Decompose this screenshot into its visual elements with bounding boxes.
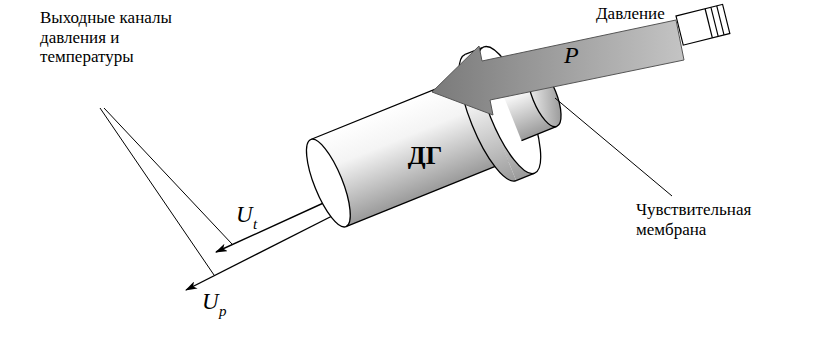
pressure-symbol: P (564, 42, 579, 69)
pressure-output-arrow (186, 214, 336, 290)
leader-line (100, 108, 214, 275)
membrane-caption: Чувствительная мембрана (636, 200, 766, 239)
leader-line (104, 108, 232, 244)
signal-name: U (236, 202, 253, 228)
output-channels-caption: Выходные каналы давления и температуры (40, 8, 174, 67)
pressure-hose (676, 4, 730, 45)
housing-label-box: ДГ (385, 136, 465, 176)
pressure-arrow: P (432, 20, 684, 115)
signal-name: U (202, 289, 219, 315)
signal-subscript: p (219, 303, 227, 320)
leader-line (555, 98, 672, 196)
signal-subscript: t (253, 216, 257, 233)
arrow-outline (432, 20, 684, 115)
device-name: ДГ (408, 141, 442, 171)
arrow-shape (432, 20, 684, 115)
pressure-caption: Давление (596, 4, 665, 24)
